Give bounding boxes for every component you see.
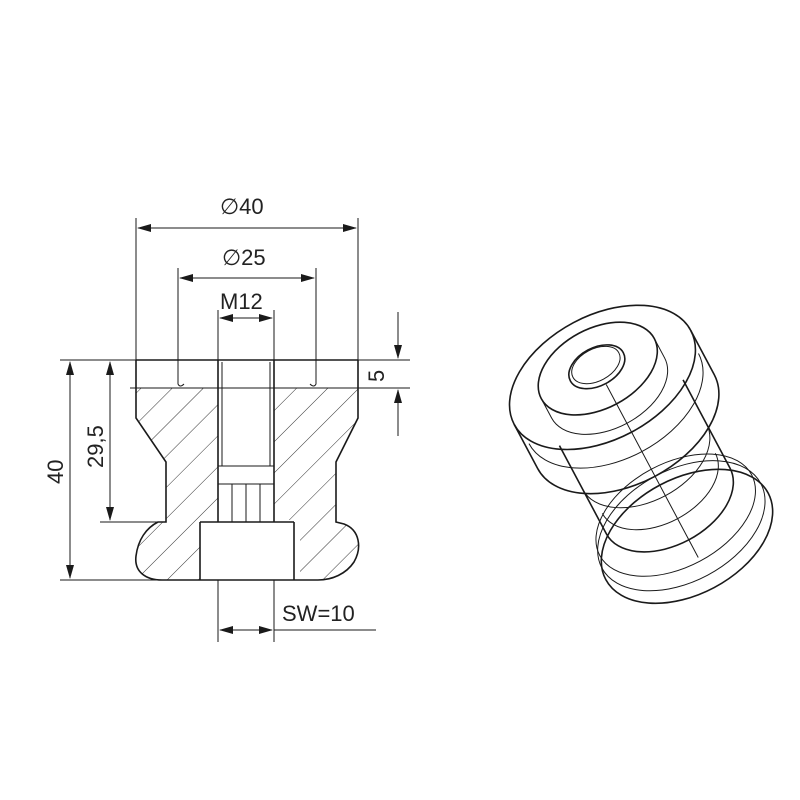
upper-height-label: 29,5 bbox=[83, 425, 108, 468]
outer-diameter-label: ∅40 bbox=[220, 194, 264, 219]
wrench-size-label: SW=10 bbox=[282, 601, 355, 626]
dimension-lines bbox=[60, 218, 410, 642]
inner-diameter-label: ∅25 bbox=[222, 245, 266, 270]
top-depth-label: 5 bbox=[364, 370, 389, 382]
section-view bbox=[130, 359, 364, 581]
body-outline bbox=[135, 360, 360, 581]
total-height-label: 40 bbox=[43, 460, 68, 484]
thread-label: M12 bbox=[220, 289, 263, 314]
dimension-labels: ∅40 ∅25 M12 5 40 29,5 SW=10 bbox=[43, 194, 389, 626]
isometric-view bbox=[508, 304, 774, 605]
hatched-body bbox=[135, 388, 359, 580]
